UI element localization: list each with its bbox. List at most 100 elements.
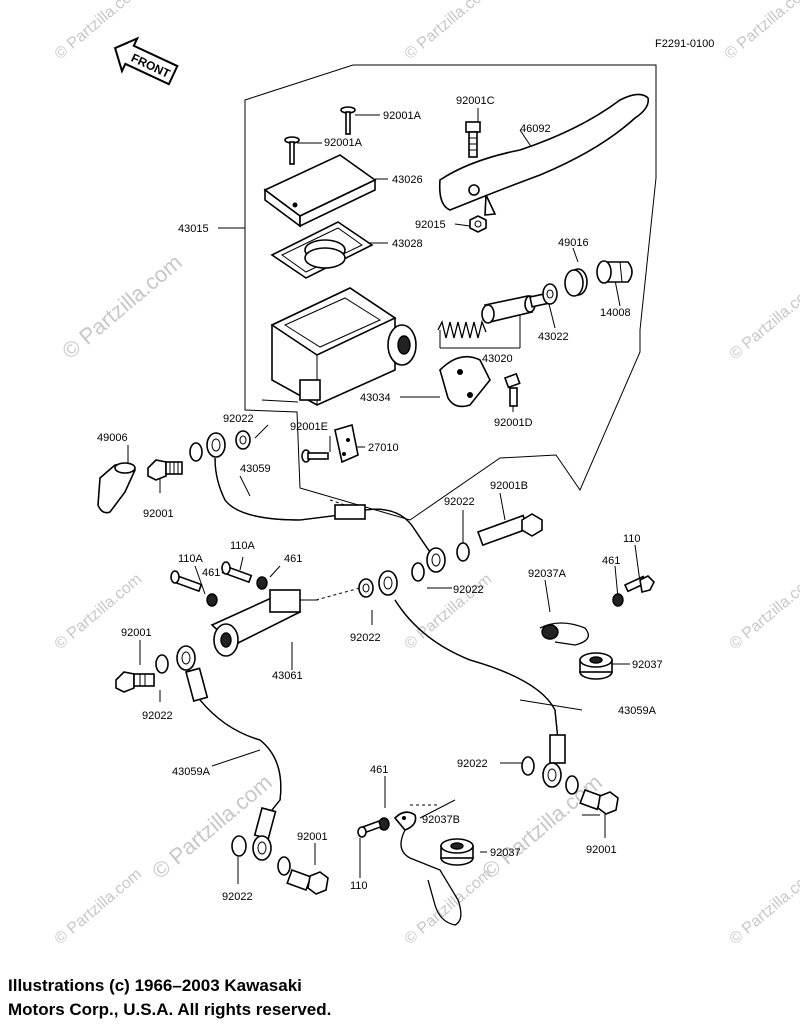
washer-92022-lower-left [155,654,169,674]
part-label: 461 [370,764,388,776]
grommet-92037-lower [440,838,474,866]
part-label: 43015 [178,223,209,235]
part-label: 43020 [482,353,513,365]
part-label: 43059 [240,463,271,475]
watermark: © Partzilla.com [727,866,800,948]
part-label: 92001A [383,110,422,122]
switch-27010 [334,423,359,464]
part-label: 92001 [297,831,328,843]
bolt-92001B [476,513,543,547]
brake-hose-43059A-right [378,570,566,788]
part-label: 46092 [520,123,551,135]
banjo-bolt-92001-bottom [286,868,329,895]
watermark-main: © Partzilla.com [57,249,187,363]
part-label: 92022 [223,413,254,425]
part-label: 92037 [490,847,521,859]
part-label: 110A [230,540,256,552]
part-label: 92001E [290,421,328,433]
banjo-fitting-upper [206,432,226,458]
spring-43020 [437,319,487,339]
watermark: © Partzilla.com [52,571,146,653]
copyright-notice: Illustrations (c) 1966–2003 Kawasaki Mot… [8,974,331,1022]
copyright-line-1: Illustrations (c) 1966–2003 Kawasaki [8,976,302,995]
boot-49016 [564,268,588,297]
part-label: 92037 [632,659,663,671]
banjo-bolt-92001-lower-right [579,788,619,815]
part-label: 461 [602,555,620,567]
bolt-110A-right [221,561,253,584]
part-label: 43026 [392,174,423,186]
diaphragm-43028 [270,221,374,279]
washer-92022-top [235,430,251,450]
part-label: 92001 [121,627,152,639]
part-label: 43059A [172,766,211,778]
part-label: 92001A [324,137,363,149]
washer-461-right [256,576,268,590]
brake-hose-43059 [214,457,446,573]
part-label: 92022 [457,758,488,770]
nut-92015 [469,215,487,233]
part-label: 49016 [558,237,589,249]
clamp-92037A [539,622,589,646]
figure-code: F2291-0100 [655,38,714,50]
part-label: 27010 [368,442,399,454]
washer-92022-lower-right-2 [565,775,579,795]
bolt-110-lower [357,820,382,838]
bolt-92001D [503,372,521,407]
washer-92022-junction [358,578,374,598]
part-label: 92022 [453,584,484,596]
piston-assembly-43022 [481,292,551,324]
part-label: 110A [178,553,204,565]
part-label: 14008 [600,307,631,319]
part-label: 92022 [444,496,475,508]
washer-43022 [542,283,558,305]
junction-43061 [210,589,318,657]
part-label: 43022 [538,331,569,343]
washer-92022-bottom-mid [277,856,291,876]
clamp-92037B [393,811,462,926]
washer-461-left [206,593,218,607]
watermark: © Partzilla.com [402,866,496,948]
washer-92022-mid [456,542,470,562]
grommet-92037-upper [579,652,613,680]
watermark: © Partzilla.com [727,571,800,653]
bolt-110-right [623,575,655,593]
part-label: 461 [284,553,302,565]
reservoir-cap-43026 [263,154,377,228]
washer-92022-lower-right [521,756,535,776]
pivot-bolt-92001C [465,121,481,158]
part-label: 49006 [97,432,128,444]
cap-49006 [97,462,136,514]
part-label: 92022 [142,710,173,722]
screw-92001A-left [284,136,300,165]
banjo-bolt-92001-upper [147,459,183,481]
part-label: 92022 [222,891,253,903]
watermark: © Partzilla.com [477,769,607,883]
bolt-110A-left [170,570,203,593]
washer-92022-right [411,562,425,582]
part-label: 43028 [392,238,423,250]
part-label: 110 [350,880,368,892]
watermark: © Partzilla.com [727,281,800,363]
screw-92001A-top [340,106,356,135]
part-label: 92001D [494,417,533,429]
washer-461-right-clamp [612,593,624,607]
part-label: 43061 [272,670,303,682]
part-label: 110 [623,533,641,545]
screw-92001E [301,449,329,463]
part-labels: 92001A 92001A 92001C 46092 43026 43015 9… [97,95,663,903]
part-label: 92001 [586,844,617,856]
master-cylinder-body [270,287,417,406]
part-label: 43059A [618,705,657,717]
brake-lever-46092 [438,93,650,216]
banjo-bolt-92001-lower-left [115,671,155,693]
front-arrow-icon: FRONT [113,36,179,86]
part-label: 92001 [143,508,174,520]
part-label: 92037A [528,568,567,580]
washer-92022-upper [189,442,203,462]
part-label: 92001C [456,95,495,107]
watermark: © Partzilla.com [722,0,800,63]
watermark: © Partzilla.com [402,0,496,63]
assembly-outline [244,64,657,521]
